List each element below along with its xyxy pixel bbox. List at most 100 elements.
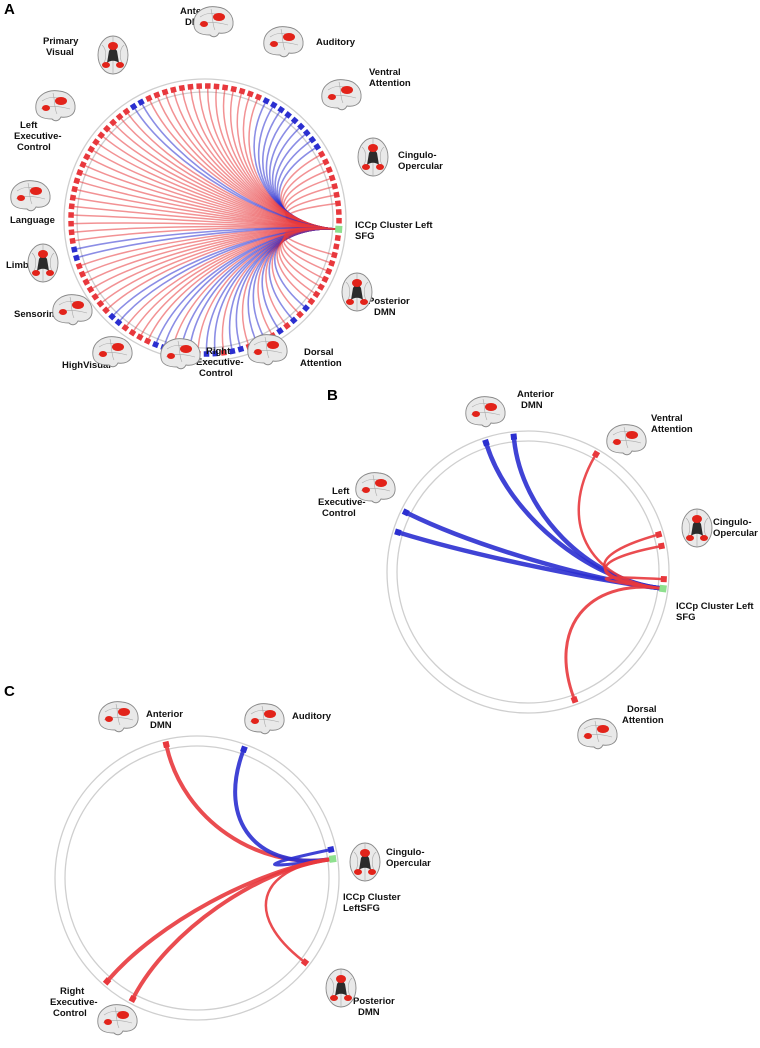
panel-a-node bbox=[246, 90, 254, 98]
panel-a-node bbox=[270, 101, 278, 109]
panel-a-ring-inner bbox=[76, 91, 334, 349]
panel-a-node bbox=[334, 200, 342, 207]
panel-a-node bbox=[262, 97, 270, 105]
panel-c-nodes bbox=[102, 740, 337, 1004]
panel-a-node bbox=[336, 217, 342, 224]
panel-a-node bbox=[196, 83, 203, 89]
panel-a-node bbox=[71, 185, 78, 193]
label-a-cingulo-opercular: Cingulo- Opercular bbox=[398, 150, 443, 172]
panel-c-node bbox=[240, 745, 248, 754]
panel-a-node bbox=[277, 105, 285, 114]
panel-c-edge bbox=[132, 857, 332, 999]
panel-a-node bbox=[145, 94, 153, 102]
panel-b-letter: B bbox=[327, 387, 338, 404]
panel-c-ring-outer bbox=[54, 735, 340, 1021]
panel-a-node bbox=[68, 203, 75, 210]
panel-a-node bbox=[178, 84, 186, 92]
panel-a-node bbox=[317, 283, 325, 291]
panel-a-node bbox=[307, 297, 316, 306]
panel-a-node bbox=[221, 84, 229, 91]
panel-a-node bbox=[187, 83, 194, 90]
label-c-posterior-dmn: Posterior DMN bbox=[353, 996, 397, 1018]
panel-c: C Anterior DMN Auditory Cingulo- Opercul… bbox=[4, 683, 431, 1021]
panel-b-node bbox=[401, 508, 410, 517]
panel-b-edge bbox=[564, 585, 662, 699]
brain-auditory-icon bbox=[263, 26, 304, 58]
panel-a-node bbox=[238, 87, 246, 95]
panel-a-node bbox=[276, 327, 284, 335]
panel-a-node bbox=[334, 234, 341, 242]
panel-c-edge bbox=[107, 857, 332, 982]
panel-a-node bbox=[97, 131, 106, 140]
panel-a-node bbox=[91, 292, 100, 301]
brain-primary-visual-icon bbox=[97, 35, 129, 75]
panel-a-node bbox=[254, 93, 263, 101]
panel-b-node bbox=[570, 695, 579, 704]
brain-b-left-executive-control-icon bbox=[355, 472, 396, 504]
label-a-limbic: Limbic bbox=[6, 260, 37, 271]
panel-a-node bbox=[96, 299, 105, 308]
panel-a-node bbox=[153, 91, 161, 99]
panel-a-node bbox=[302, 129, 311, 137]
panel-c-edge bbox=[233, 750, 332, 863]
panel-a-node bbox=[86, 285, 95, 294]
label-a-primary-visual: Primary Visual bbox=[43, 36, 81, 58]
panel-a-node bbox=[114, 318, 123, 327]
panel-a-node bbox=[297, 122, 305, 131]
panel-a-node bbox=[115, 112, 124, 121]
panel-a-node bbox=[143, 337, 152, 345]
panel-a-node bbox=[322, 158, 330, 166]
brain-c-cingulo-opercular-icon bbox=[349, 842, 381, 882]
panel-b-node bbox=[591, 450, 601, 459]
panel-a-node bbox=[71, 246, 78, 253]
panel-b-node bbox=[657, 542, 666, 550]
panel-b-ring-inner bbox=[396, 440, 660, 704]
brain-limbic-icon bbox=[27, 243, 59, 283]
panel-b-edges bbox=[398, 437, 663, 699]
label-b-anterior-dmn: Anterior DMN bbox=[517, 389, 557, 411]
panel-a-node bbox=[68, 229, 75, 236]
label-b-ventral-attention: Ventral Attention bbox=[651, 413, 693, 435]
panel-a-node bbox=[128, 328, 137, 337]
panel-a-node bbox=[220, 349, 227, 356]
panel-a-node bbox=[152, 341, 160, 349]
label-a-language: Language bbox=[10, 215, 55, 226]
panel-b-node bbox=[510, 433, 518, 440]
panel-a-node bbox=[284, 111, 292, 119]
panel-a-node bbox=[73, 177, 81, 185]
brain-sensorimotoric-icon bbox=[52, 294, 93, 326]
panel-a-node bbox=[75, 262, 83, 270]
panel-a-node bbox=[92, 138, 100, 146]
panel-a-node bbox=[82, 278, 90, 286]
panel-a-node bbox=[137, 98, 145, 106]
panel-c-ring-inner bbox=[64, 745, 330, 1011]
panel-a-node bbox=[229, 347, 236, 355]
panel-a-edges bbox=[73, 88, 337, 352]
brain-c-right-executive-control-icon bbox=[97, 1004, 138, 1036]
panel-a-node bbox=[103, 124, 111, 133]
panel-a-node bbox=[79, 160, 87, 169]
panel-c-node bbox=[128, 994, 137, 1004]
panel-a-node bbox=[122, 107, 131, 116]
brain-thumbnails bbox=[10, 6, 713, 1036]
brain-ventral-attention-icon bbox=[321, 79, 362, 111]
panel-a-node bbox=[290, 116, 299, 125]
panel-a-seed-node bbox=[334, 225, 343, 234]
panel-a-node bbox=[129, 102, 138, 111]
brain-right-executive-control-icon bbox=[160, 338, 201, 370]
panel-a-edge bbox=[284, 227, 337, 255]
label-b-left-executive-control: Left Executive- Control bbox=[318, 486, 368, 519]
panel-a-node bbox=[325, 267, 333, 275]
brain-left-executive-control-icon bbox=[35, 90, 76, 122]
panel-a-node bbox=[87, 145, 95, 154]
panel-a-node bbox=[170, 86, 177, 94]
panel-a-node bbox=[308, 135, 317, 144]
panel-a-node bbox=[73, 254, 80, 262]
panel-a-node bbox=[302, 304, 310, 312]
panel-c-node bbox=[162, 740, 170, 749]
panel-a-node bbox=[102, 306, 110, 315]
brain-c-anterior-dmn-icon bbox=[98, 701, 139, 733]
label-a-seed: ICCp Cluster Left SFG bbox=[355, 220, 435, 242]
panel-a-node bbox=[204, 83, 211, 89]
